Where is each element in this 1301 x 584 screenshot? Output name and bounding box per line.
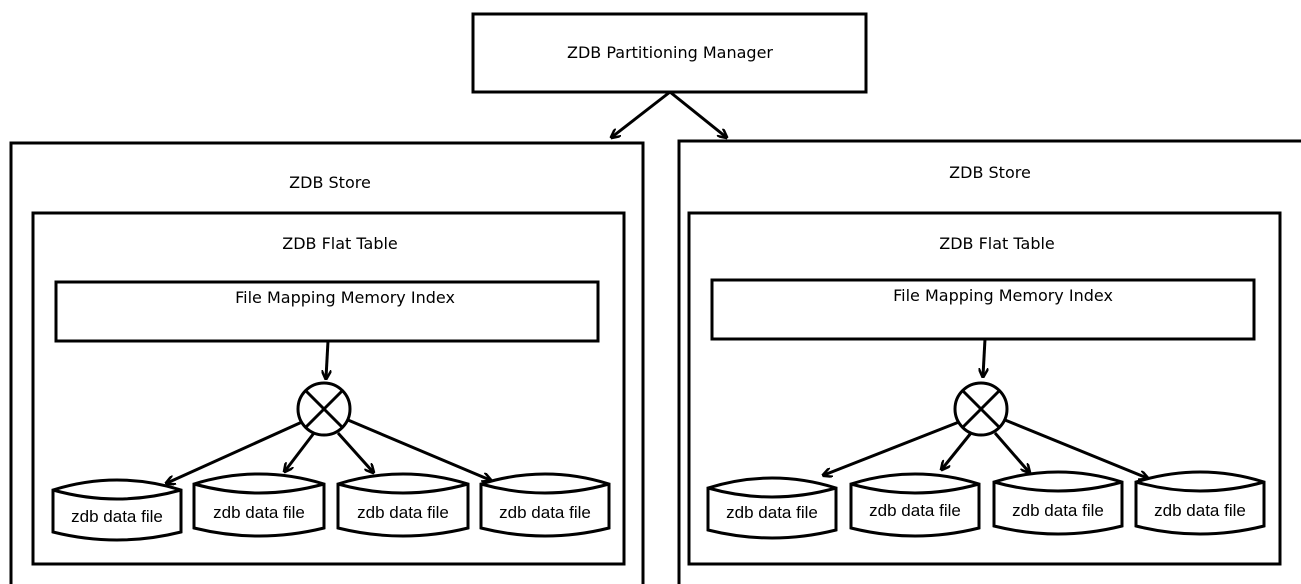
router-1-to-file-2-arrow	[285, 432, 316, 471]
data-file-2-2-label: zdb data file	[869, 501, 961, 520]
memory-index-2: File Mapping Memory Index	[710, 278, 1256, 341]
store-1-frame	[9, 141, 645, 584]
data-file-2-4-label: zdb data file	[1154, 501, 1246, 520]
data-file-1-2: zdb data file	[192, 472, 326, 538]
router-1-to-file-1-arrow	[167, 420, 303, 483]
partitioning-manager-label: ZDB Partitioning Manager	[567, 43, 773, 62]
memory-index-2-label: File Mapping Memory Index	[893, 286, 1113, 305]
router-2-to-file-4-arrow	[1004, 418, 1147, 478]
data-file-2-3: zdb data file	[992, 470, 1124, 536]
zdb-store-1: ZDB Store ZDB Flat Table File Mapping Me…	[9, 141, 645, 584]
data-file-1-3: zdb data file	[336, 472, 470, 538]
router-1-icon	[296, 381, 352, 437]
flat-table-2-label: ZDB Flat Table	[939, 234, 1055, 253]
router-2-to-file-3-arrow	[993, 432, 1029, 472]
store-1-label: ZDB Store	[289, 173, 371, 192]
data-file-1-1: zdb data file	[51, 478, 183, 542]
data-file-2-1: zdb data file	[706, 476, 838, 540]
data-file-1-4: zdb data file	[479, 472, 611, 538]
data-file-1-2-label: zdb data file	[213, 503, 305, 522]
router-1-to-file-4-arrow	[347, 418, 490, 480]
zdb-store-2: ZDB Store ZDB Flat Table File Mapping Me…	[677, 139, 1301, 584]
manager-to-store-1-arrow	[612, 90, 671, 137]
data-file-2-2: zdb data file	[849, 472, 981, 538]
flat-table-2: ZDB Flat Table File Mapping Memory Index…	[687, 211, 1282, 566]
store-2-frame	[677, 139, 1301, 584]
manager-to-store-2-arrow	[669, 90, 726, 137]
router-1-to-file-3-arrow	[336, 431, 373, 472]
router-2-icon	[953, 381, 1009, 437]
data-file-2-3-label: zdb data file	[1012, 501, 1104, 520]
flat-table-1-label: ZDB Flat Table	[282, 234, 398, 253]
data-file-1-3-label: zdb data file	[357, 503, 449, 522]
index-to-router-2-arrow	[983, 338, 985, 376]
memory-index-1-label: File Mapping Memory Index	[235, 288, 455, 307]
partitioning-manager-box: ZDB Partitioning Manager	[471, 12, 868, 94]
router-2-to-file-2-arrow	[942, 432, 973, 469]
index-to-router-1-arrow	[326, 340, 328, 378]
store-2-label: ZDB Store	[949, 163, 1031, 182]
data-file-1-4-label: zdb data file	[499, 503, 591, 522]
data-file-2-4: zdb data file	[1134, 470, 1266, 536]
router-2-to-file-1-arrow	[824, 420, 960, 475]
flat-table-1: ZDB Flat Table File Mapping Memory Index…	[31, 211, 626, 566]
data-file-2-1-label: zdb data file	[726, 503, 818, 522]
data-file-1-1-label: zdb data file	[71, 507, 163, 526]
memory-index-1: File Mapping Memory Index	[54, 280, 600, 343]
